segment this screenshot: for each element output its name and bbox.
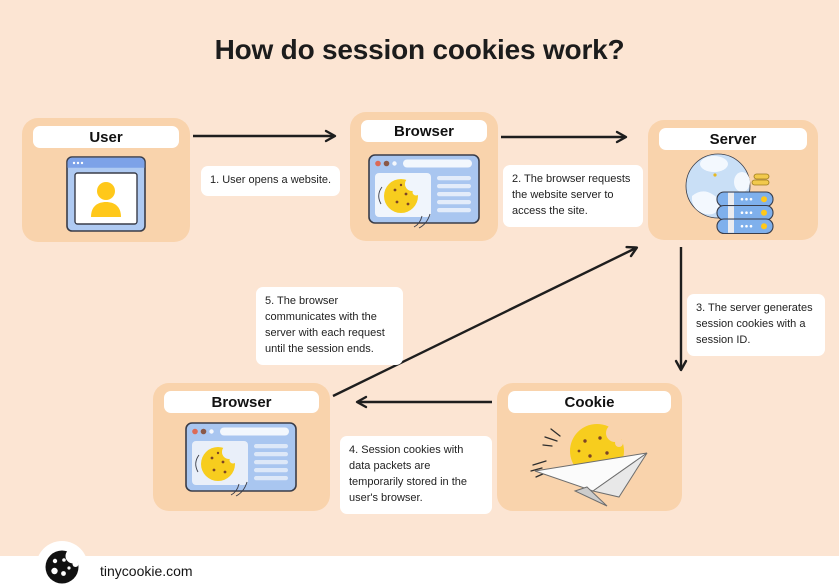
step-1-label: 1. User opens a website. (201, 166, 341, 196)
step-3-label: 3. The server generates session cookies … (687, 294, 825, 356)
footer-bar (0, 556, 839, 585)
node-server-label: Server (659, 128, 807, 150)
node-cookie: Cookie (497, 383, 682, 511)
brand-logo (36, 541, 88, 585)
node-user: User (22, 118, 190, 242)
page-title: How do session cookies work? (214, 34, 625, 65)
node-browser-bottom-label: Browser (164, 391, 319, 413)
node-user-label: User (33, 126, 179, 148)
cookie-logo-icon (45, 548, 81, 584)
node-server: Server (648, 120, 818, 240)
step-2-label: 2. The browser requests the website serv… (503, 165, 643, 227)
node-cookie-label: Cookie (508, 391, 671, 413)
browser-window-icon (368, 154, 480, 229)
server-icon (685, 153, 774, 235)
browser-window-icon (185, 422, 297, 497)
user-window-icon (66, 156, 146, 232)
node-browser-bottom: Browser (153, 383, 330, 511)
step-4-label: 4. Session cookies with data packets are… (340, 436, 492, 514)
footer-site-url: tinycookie.com (100, 563, 193, 579)
step-5-label: 5. The browser communicates with the ser… (256, 287, 403, 365)
node-browser-top-label: Browser (361, 120, 487, 142)
cookie-plane-icon (530, 424, 648, 507)
node-browser-top: Browser (350, 112, 498, 241)
